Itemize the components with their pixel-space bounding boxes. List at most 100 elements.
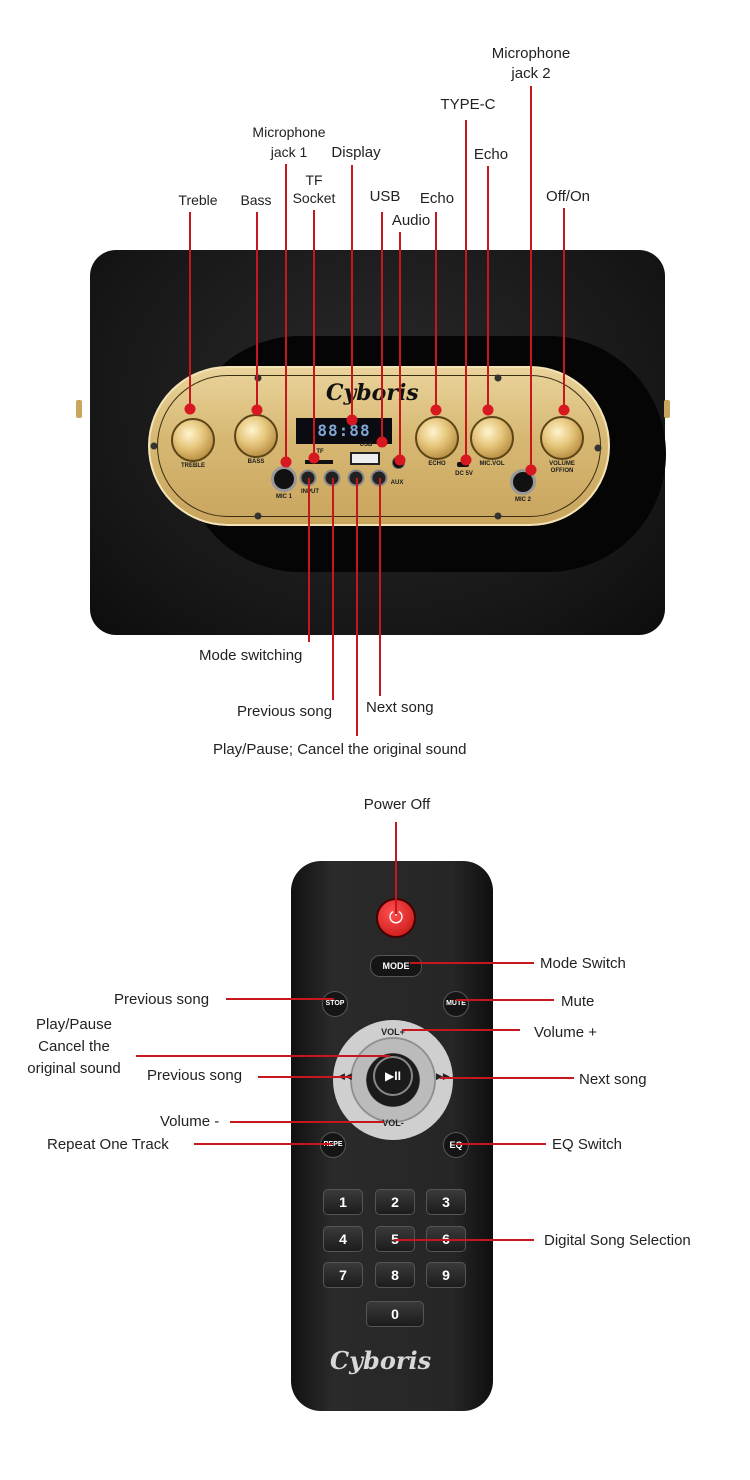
play-pause-callout-3: original sound <box>27 1060 121 1077</box>
bass-callout-line <box>256 212 258 410</box>
treble-callout: Treble <box>178 192 218 208</box>
remote-number-4[interactable]: 4 <box>323 1226 363 1252</box>
play-pause-callout-1: Play/Pause <box>36 1016 112 1033</box>
play-callout-line <box>136 1055 390 1057</box>
remote-volume-up-button[interactable]: VOL+ <box>381 1027 405 1037</box>
remote-volume-down-button[interactable]: VOL- <box>382 1118 404 1128</box>
echo-knob[interactable] <box>415 416 459 460</box>
treble-panel-label: TREBLE <box>181 463 205 469</box>
mic1-callout-1: Microphone <box>252 124 326 140</box>
aux-panel-label: AUX <box>390 480 404 486</box>
echo-callout: Echo <box>419 190 455 207</box>
right-handle-pin <box>664 400 670 418</box>
mic-volume-knob[interactable] <box>470 416 514 460</box>
panel-screw <box>254 512 262 520</box>
remote-number-9[interactable]: 9 <box>426 1262 466 1288</box>
previous-song-top-callout: Previous song <box>114 991 210 1008</box>
remote-play-pause-button[interactable]: ▶II <box>373 1056 413 1096</box>
offon-callout-line <box>563 208 565 410</box>
next-callout-line <box>440 1077 574 1079</box>
echo-callout-line <box>435 212 437 410</box>
prev-callout-line <box>258 1076 352 1078</box>
mic1-jack[interactable] <box>271 466 297 492</box>
echo-callout-dot <box>430 404 442 416</box>
mic2-panel-label: MIC 2 <box>514 497 532 503</box>
remote-mute-button[interactable]: MUTE <box>443 991 469 1017</box>
remote-stop-button[interactable]: STOP <box>322 991 348 1017</box>
remote-brand-logo: Cyboris <box>330 1346 432 1375</box>
next-song-callout: Next song <box>366 699 434 716</box>
stop-callout-line <box>226 998 334 1000</box>
treble-knob[interactable] <box>171 418 215 462</box>
remote-number-0[interactable]: 0 <box>366 1301 424 1327</box>
digital-selection-callout: Digital Song Selection <box>544 1232 691 1249</box>
echo-right-callout-dot <box>482 404 494 416</box>
remote-number-2[interactable]: 2 <box>375 1189 415 1215</box>
speaker-brand-logo: Cyboris <box>326 380 419 406</box>
repeat-one-callout: Repeat One Track <box>47 1136 169 1153</box>
remote-number-7[interactable]: 7 <box>323 1262 363 1288</box>
bass-knob[interactable] <box>234 414 278 458</box>
echo-right-callout: Echo <box>473 146 509 163</box>
volume-plus-callout: Volume + <box>534 1024 597 1041</box>
mic1-callout-line <box>285 164 287 462</box>
play-callout-line <box>356 478 358 736</box>
tf-card-slot[interactable] <box>305 460 333 464</box>
volume-minus-callout: Volume - <box>160 1113 220 1130</box>
volume-down-callout-line <box>230 1121 384 1123</box>
treble-callout-dot <box>184 403 196 415</box>
usb-panel-label: USB <box>359 442 373 448</box>
bass-callout: Bass <box>240 192 272 208</box>
repeat-callout-line <box>194 1143 332 1145</box>
aux-callout-dot <box>394 454 406 466</box>
echo-right-callout-line <box>487 166 489 410</box>
usb-callout-dot <box>376 436 388 448</box>
panel-screw <box>254 374 262 382</box>
mic2-callout-1: Microphone <box>491 45 571 62</box>
display-callout: Display <box>331 144 381 161</box>
panel-screw <box>150 442 158 450</box>
digital-callout-line <box>394 1239 534 1241</box>
remote-number-3[interactable]: 3 <box>426 1189 466 1215</box>
mode-callout-line <box>410 962 534 964</box>
mic2-callout-2: jack 2 <box>511 65 551 82</box>
usb-callout-line <box>381 212 383 442</box>
input-panel-label: INPUT <box>301 489 319 495</box>
audio-callout: Audio <box>391 212 431 229</box>
eq-switch-callout: EQ Switch <box>552 1136 623 1153</box>
remote-number-8[interactable]: 8 <box>375 1262 415 1288</box>
panel-screw <box>594 444 602 452</box>
type-c-callout: TYPE-C <box>440 96 496 113</box>
remote-next-button[interactable]: ▶▶ <box>436 1071 450 1081</box>
echo-panel-label: ECHO <box>428 461 446 467</box>
volume-power-knob[interactable] <box>540 416 584 460</box>
remote-number-1[interactable]: 1 <box>323 1189 363 1215</box>
mute-callout-line <box>456 999 554 1001</box>
volume-up-callout-line <box>402 1029 520 1031</box>
remote-repeat-button[interactable]: REPE <box>320 1132 346 1158</box>
previous-song-callout-remote: Previous song <box>147 1067 243 1084</box>
previous-callout-line <box>332 478 334 700</box>
aux-callout-line <box>399 232 401 460</box>
remote-mode-button[interactable]: MODE <box>370 955 422 977</box>
previous-song-callout: Previous song <box>237 703 333 720</box>
power-icon: ⏻ <box>388 907 404 927</box>
mode-callout-line <box>308 478 310 642</box>
tf-callout-line <box>313 210 315 458</box>
type-c-callout-line <box>465 120 467 460</box>
mic-volume-panel-label: MIC.VOL <box>479 461 505 467</box>
dc-panel-label: DC 5V <box>455 471 473 477</box>
usb-callout: USB <box>369 188 401 205</box>
eq-callout-line <box>456 1143 546 1145</box>
usb-port[interactable] <box>350 452 380 465</box>
tf-callout-2: Socket <box>292 190 336 206</box>
volume-panel-label: VOLUME <box>549 461 575 467</box>
tf-callout-dot <box>308 452 320 464</box>
mic1-callout-2: jack 1 <box>270 144 308 160</box>
mic1-panel-label: MIC 1 <box>275 494 293 500</box>
treble-callout-line <box>189 212 191 409</box>
offon-callout: Off/On <box>546 188 590 205</box>
tf-callout-1: TF <box>305 172 323 188</box>
remote-eq-button[interactable]: EQ <box>443 1132 469 1158</box>
mute-callout: Mute <box>561 993 595 1010</box>
